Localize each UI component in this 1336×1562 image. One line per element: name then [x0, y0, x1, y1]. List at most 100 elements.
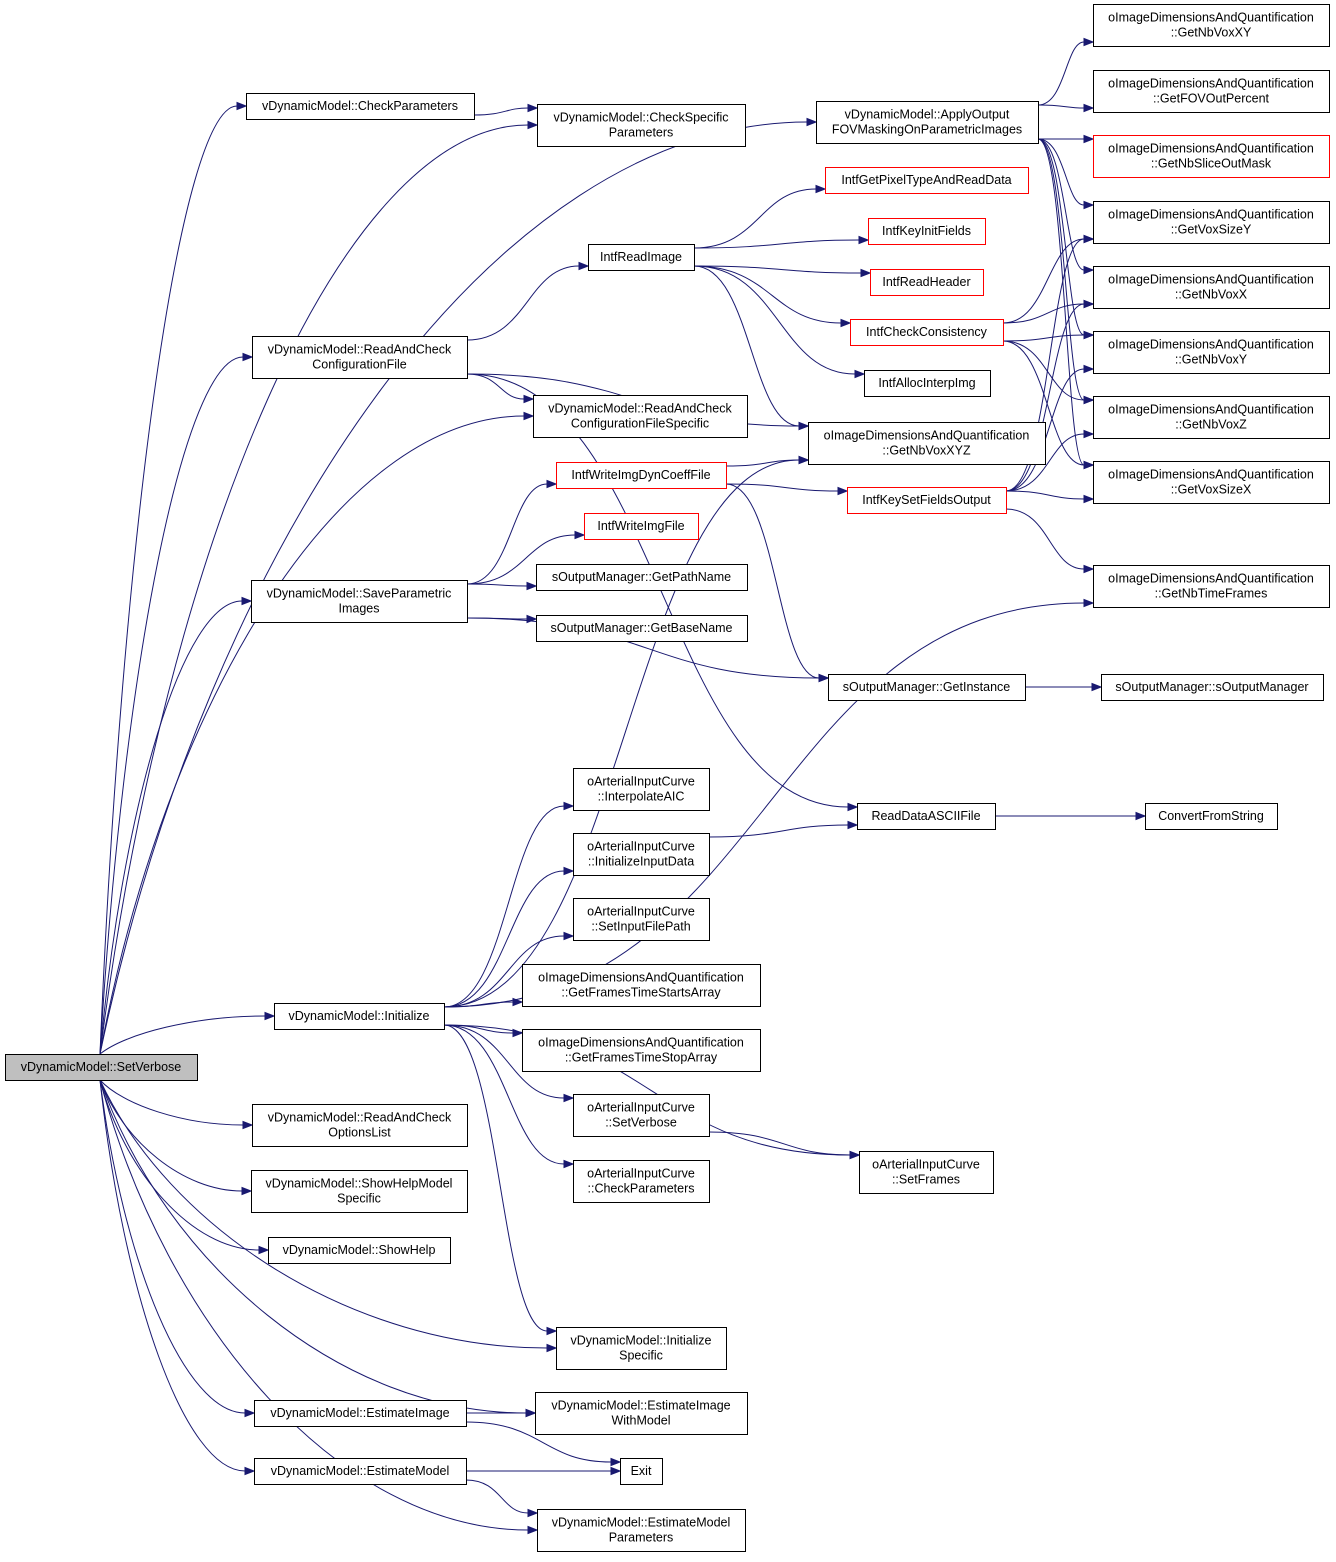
- call-edge-intfkeysetfieldsoutput-to-getnbtimeframes: [1005, 508, 1095, 574]
- edge-line: [725, 483, 820, 679]
- edge-line: [1037, 41, 1085, 106]
- node-applyoutput[interactable]: vDynamicModel::ApplyOutputFOVMaskingOnPa…: [816, 101, 1039, 144]
- node-getpathname[interactable]: sOutputManager::GetPathName: [536, 564, 748, 591]
- node-label-line: oImageDimensionsAndQuantification: [1108, 403, 1314, 417]
- node-getvoxsizey[interactable]: oImageDimensionsAndQuantification::GetVo…: [1093, 201, 1330, 244]
- node-setinputfilepath[interactable]: oArterialInputCurve::SetInputFilePath: [573, 898, 710, 941]
- node-label-line: oArterialInputCurve: [587, 1101, 695, 1115]
- edge-line: [1002, 303, 1085, 324]
- call-edge-initialize-to-interpolateaic: [443, 801, 575, 1008]
- node-readdataascii[interactable]: ReadDataASCIIFile: [857, 803, 996, 830]
- node-label-line: ::GetVoxSizeX: [1171, 483, 1252, 497]
- node-label-line: IntfGetPixelTypeAndReadData: [841, 173, 1011, 187]
- edge-arrowhead: [525, 1408, 537, 1418]
- node-label-line: ::GetFramesTimeStartsArray: [561, 986, 721, 1000]
- call-edge-intfcheckconsistency-to-getnbvoxx: [1002, 299, 1095, 324]
- node-checkparameters[interactable]: vDynamicModel::CheckParameters: [246, 93, 475, 120]
- node-intfwriteimgdyncoeff[interactable]: IntfWriteImgDynCoeffFile: [556, 462, 727, 489]
- node-getframestimestarts[interactable]: oImageDimensionsAndQuantification::GetFr…: [522, 964, 761, 1007]
- node-getnbvoxy[interactable]: oImageDimensionsAndQuantification::GetNb…: [1093, 331, 1330, 374]
- node-box: [1145, 803, 1278, 830]
- node-box: [847, 487, 1007, 514]
- node-box: [857, 803, 996, 830]
- node-getinstance[interactable]: sOutputManager::GetInstance: [828, 674, 1026, 701]
- edge-arrowhead: [523, 411, 535, 421]
- edge-arrowhead: [1083, 598, 1095, 608]
- node-showhelp[interactable]: vDynamicModel::ShowHelp: [268, 1237, 451, 1264]
- edge-arrowhead: [1091, 682, 1103, 692]
- node-getnbvoxxyz[interactable]: oImageDimensionsAndQuantification::GetNb…: [808, 422, 1046, 465]
- node-aicsetframes[interactable]: oArterialInputCurve::SetFrames: [859, 1151, 994, 1194]
- node-readandcheckconfig[interactable]: vDynamicModel::ReadAndCheckConfiguration…: [252, 336, 468, 379]
- node-intfkeysetfieldsoutput[interactable]: IntfKeySetFieldsOutput: [847, 487, 1007, 514]
- node-label-line: ::GetVoxSizeY: [1171, 223, 1252, 237]
- call-edge-setverbose-to-checkspecific: [99, 120, 539, 1055]
- node-estimateimage[interactable]: vDynamicModel::EstimateImage: [254, 1400, 467, 1427]
- edge-line: [99, 1079, 260, 1251]
- node-aicsetverbose[interactable]: oArterialInputCurve::SetVerbose: [573, 1094, 710, 1137]
- node-label-line: vDynamicModel::ReadAndCheck: [548, 402, 732, 416]
- call-edge-applyoutput-to-getnbvoxz: [1037, 138, 1095, 405]
- node-convertfromstring[interactable]: ConvertFromString: [1145, 803, 1278, 830]
- node-getnbvoxxy[interactable]: oImageDimensionsAndQuantification::GetNb…: [1093, 4, 1330, 47]
- edge-line: [693, 265, 842, 324]
- node-getbasename[interactable]: sOutputManager::GetBaseName: [536, 615, 748, 642]
- edge-arrowhead: [847, 820, 859, 830]
- node-box: [556, 462, 727, 489]
- call-edge-setverbose-to-saveparametric: [99, 596, 253, 1055]
- call-edge-estimateimage-to-estimateimagewithmodel: [466, 1408, 537, 1418]
- edge-arrowhead: [244, 1408, 256, 1418]
- call-edge-estimatemodel-to-exit: [465, 1466, 622, 1476]
- node-intfkeyinitfields[interactable]: IntfKeyInitFields: [868, 218, 986, 245]
- node-label-line: vDynamicModel::CheckSpecific: [553, 111, 728, 125]
- edge-arrowhead: [1083, 37, 1095, 47]
- node-label-line: vDynamicModel::Initialize: [570, 1334, 711, 1348]
- node-intfreadheader[interactable]: IntfReadHeader: [870, 269, 984, 296]
- node-interpolateaic[interactable]: oArterialInputCurve::InterpolateAIC: [573, 768, 710, 811]
- node-getnbvoxx[interactable]: oImageDimensionsAndQuantification::GetNb…: [1093, 266, 1330, 309]
- edge-line: [1005, 508, 1085, 570]
- node-readandcheckconfigspecific[interactable]: vDynamicModel::ReadAndCheckConfiguration…: [533, 395, 748, 438]
- node-label-line: vDynamicModel::EstimateModel: [271, 1464, 450, 1478]
- node-box: [5, 1054, 198, 1081]
- node-intfcheckconsistency[interactable]: IntfCheckConsistency: [850, 319, 1004, 346]
- edge-arrowhead: [563, 1093, 575, 1103]
- node-intfwriteimgfile[interactable]: IntfWriteImgFile: [584, 513, 699, 540]
- node-soutputmanager[interactable]: sOutputManager::sOutputManager: [1101, 674, 1324, 701]
- node-label-line: Specific: [619, 1349, 663, 1363]
- call-edge-initialize-to-getnbvoxxyz: [443, 455, 810, 1008]
- node-intfgetpixeltype[interactable]: IntfGetPixelTypeAndReadData: [825, 167, 1029, 194]
- node-estimatemodel[interactable]: vDynamicModel::EstimateModel: [254, 1458, 467, 1485]
- node-initializeinputdata[interactable]: oArterialInputCurve::InitializeInputData: [573, 833, 710, 876]
- node-label-line: ::GetNbVoxY: [1175, 353, 1248, 367]
- edge-arrowhead: [527, 103, 539, 113]
- node-getvoxsizex[interactable]: oImageDimensionsAndQuantification::GetVo…: [1093, 461, 1330, 504]
- node-initialize[interactable]: vDynamicModel::Initialize: [274, 1003, 445, 1030]
- node-aiccheckparameters[interactable]: oArterialInputCurve::CheckParameters: [573, 1160, 710, 1203]
- node-box: [246, 93, 475, 120]
- node-getnbtimeframes[interactable]: oImageDimensionsAndQuantification::GetNb…: [1093, 565, 1330, 608]
- edge-arrowhead: [1083, 364, 1095, 374]
- edge-arrowhead: [1083, 200, 1095, 210]
- node-label-line: oImageDimensionsAndQuantification: [1108, 142, 1314, 156]
- node-intfreadimage[interactable]: IntfReadImage: [588, 244, 695, 271]
- node-exit[interactable]: Exit: [620, 1458, 663, 1485]
- node-label-line: IntfCheckConsistency: [866, 325, 988, 339]
- node-getnbsliceoutmask[interactable]: oImageDimensionsAndQuantification::GetNb…: [1093, 135, 1330, 178]
- node-intfallocinterpimg[interactable]: IntfAllocInterpImg: [864, 370, 991, 397]
- edge-line: [1037, 138, 1085, 466]
- node-getfovoutpercent[interactable]: oImageDimensionsAndQuantification::GetFO…: [1093, 70, 1330, 113]
- node-label-line: ::GetFOVOutPercent: [1153, 92, 1270, 106]
- node-getframestimestop[interactable]: oImageDimensionsAndQuantification::GetFr…: [522, 1029, 761, 1072]
- call-edge-setverbose-to-checkparameters: [99, 101, 248, 1055]
- edge-arrowhead: [837, 486, 849, 496]
- node-getnbvoxz[interactable]: oImageDimensionsAndQuantification::GetNb…: [1093, 396, 1330, 439]
- edge-arrowhead: [527, 120, 539, 130]
